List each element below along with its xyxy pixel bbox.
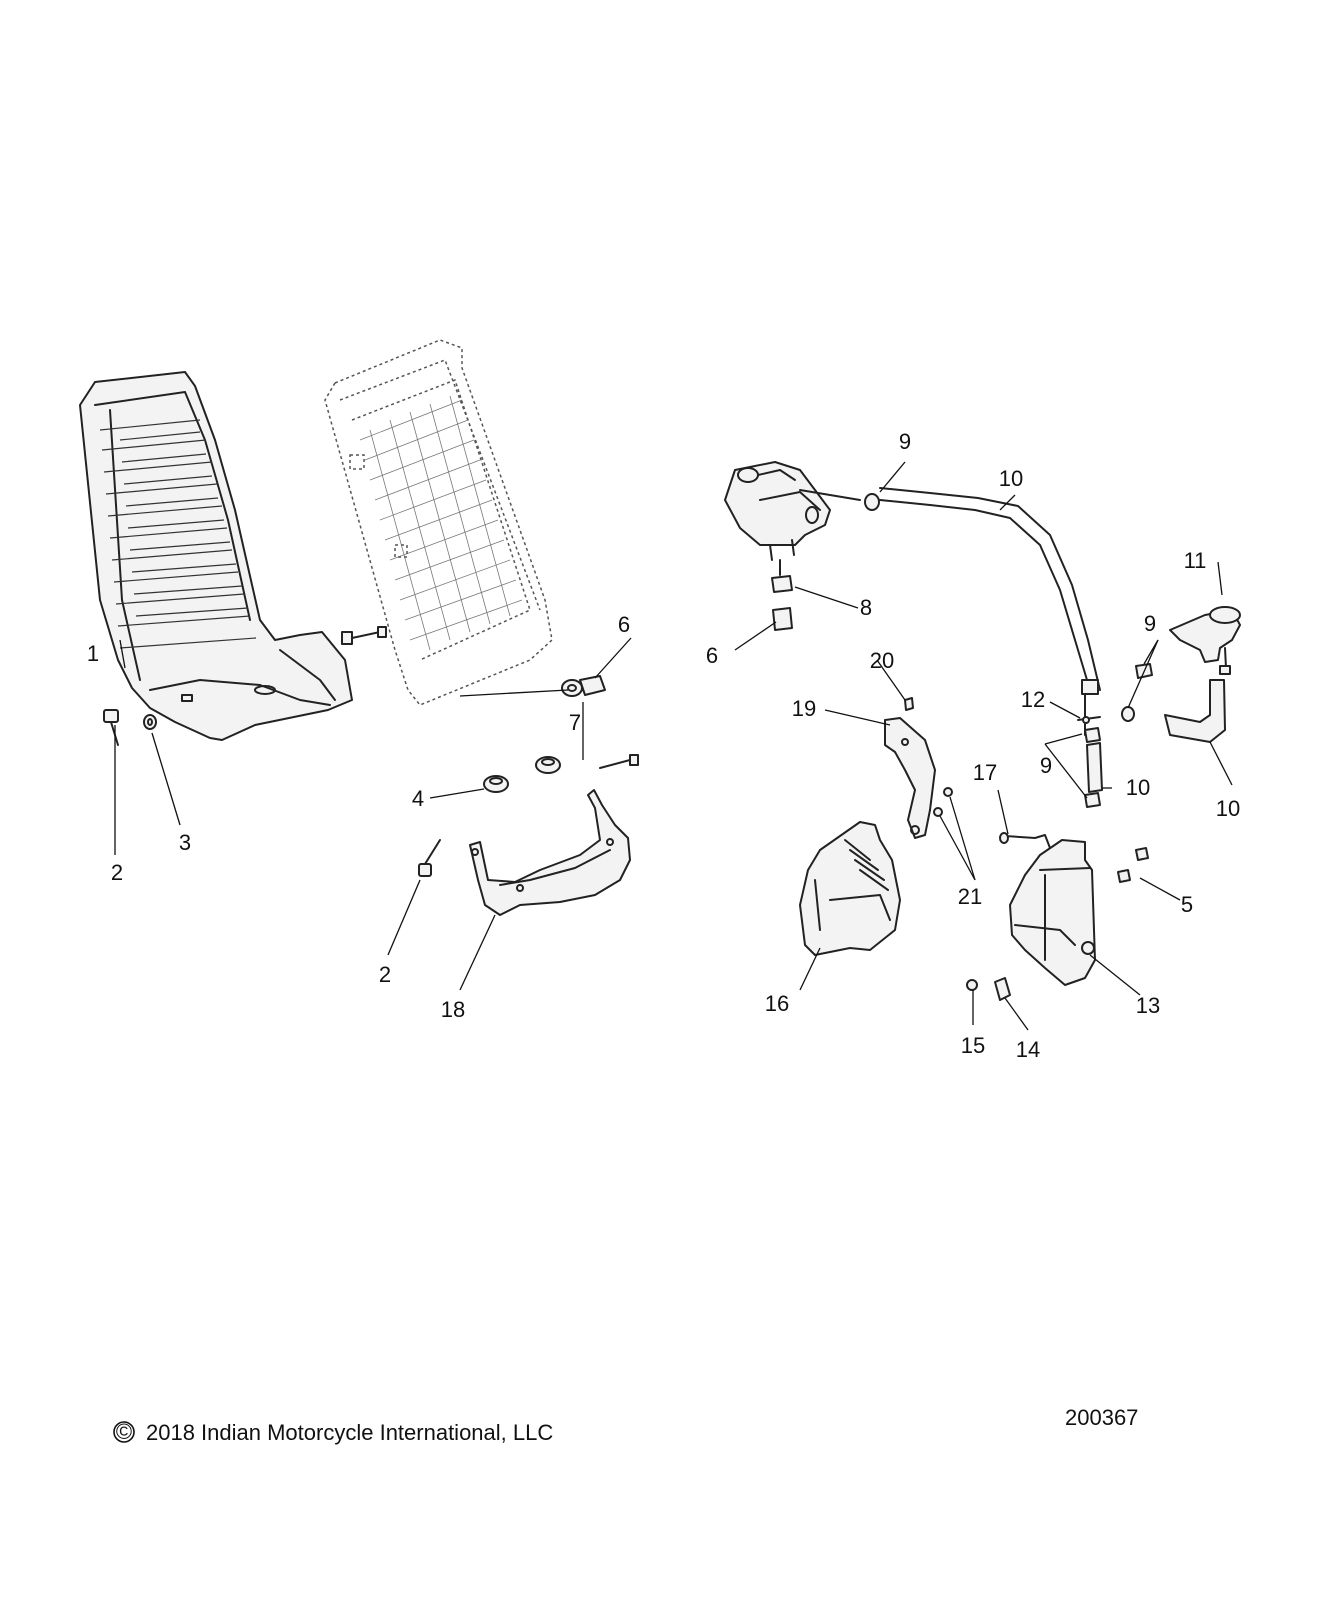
callout-6-left: 6 xyxy=(706,643,718,668)
callout-6-right: 6 xyxy=(618,612,630,637)
hose-10-short xyxy=(1086,742,1103,793)
callout-5: 5 xyxy=(1181,892,1193,917)
callout-9-top: 9 xyxy=(899,429,911,454)
bolt-5-b xyxy=(1117,869,1131,883)
copyright-text: 2018 Indian Motorcycle International, LL… xyxy=(146,1420,553,1445)
thermostat-housing xyxy=(724,461,861,576)
radiator-shroud xyxy=(79,371,353,741)
cover-16 xyxy=(799,821,901,956)
hose-10-bent xyxy=(1164,679,1226,743)
diagram-number: 200367 xyxy=(1065,1405,1138,1430)
reservoir-11 xyxy=(1169,606,1241,675)
bolt-radiator-side xyxy=(341,626,387,645)
hose-17 xyxy=(999,832,1051,849)
copyright-notice: © 2018 Indian Motorcycle International, … xyxy=(113,1419,553,1445)
nut-21-a xyxy=(943,787,953,797)
callout-10-bent: 10 xyxy=(1216,796,1240,821)
washer-3 xyxy=(143,714,157,730)
callout-2-left: 2 xyxy=(111,860,123,885)
callout-2-lower: 2 xyxy=(379,962,391,987)
callout-10-short: 10 xyxy=(1126,775,1150,800)
fitting-12 xyxy=(1077,694,1101,736)
clamp-9-low-a xyxy=(1084,727,1101,743)
callout-10-top: 10 xyxy=(999,466,1023,491)
callout-13: 13 xyxy=(1136,993,1160,1018)
callout-12: 12 xyxy=(1021,687,1045,712)
grommet-4-b xyxy=(535,756,561,774)
reservoir-13 xyxy=(1009,839,1096,986)
callout-19: 19 xyxy=(792,696,816,721)
nut-21-b xyxy=(933,807,943,817)
callout-15: 15 xyxy=(961,1033,985,1058)
callout-9-low: 9 xyxy=(1040,753,1052,778)
bolt-5-a xyxy=(1135,847,1149,861)
clip-14 xyxy=(994,977,1011,1001)
clamp-9-low-b xyxy=(1084,792,1101,808)
clamp-8 xyxy=(771,575,793,593)
screw-20 xyxy=(904,697,914,711)
clamp-9-top xyxy=(864,493,880,511)
bolt-2-lower xyxy=(418,839,441,877)
radiator-reference xyxy=(324,339,553,706)
bracket-19 xyxy=(884,717,936,839)
sleeve-6 xyxy=(772,607,793,631)
callout-11: 11 xyxy=(1184,548,1207,573)
callout-8: 8 xyxy=(860,595,872,620)
copyright-symbol: © xyxy=(116,1419,132,1444)
callout-21: 21 xyxy=(958,884,982,909)
leader-lines xyxy=(114,461,1233,1031)
callout-18: 18 xyxy=(441,997,465,1022)
hose-10-long xyxy=(879,487,1101,695)
sleeve-6-right xyxy=(579,675,606,696)
callout-20: 20 xyxy=(870,648,894,673)
grommet-7 xyxy=(561,679,583,697)
clamp-9-mid xyxy=(1121,706,1135,722)
bolt-bracket-top xyxy=(599,754,639,769)
callout-14: 14 xyxy=(1016,1037,1040,1062)
lower-bracket xyxy=(469,789,631,916)
grommet-4-a xyxy=(483,775,509,793)
bolt-2-left xyxy=(103,709,119,746)
callout-17: 17 xyxy=(973,760,997,785)
callout-1: 1 xyxy=(87,641,99,666)
callout-16: 16 xyxy=(765,991,789,1016)
callout-labels: 1 2 3 4 2 18 6 6 7 8 9 10 11 9 12 9 10 1… xyxy=(87,429,1240,1062)
callout-9-right: 9 xyxy=(1144,611,1156,636)
callout-7: 7 xyxy=(569,710,581,735)
callout-4: 4 xyxy=(412,786,424,811)
callout-3: 3 xyxy=(179,830,191,855)
bolt-15 xyxy=(966,979,978,991)
